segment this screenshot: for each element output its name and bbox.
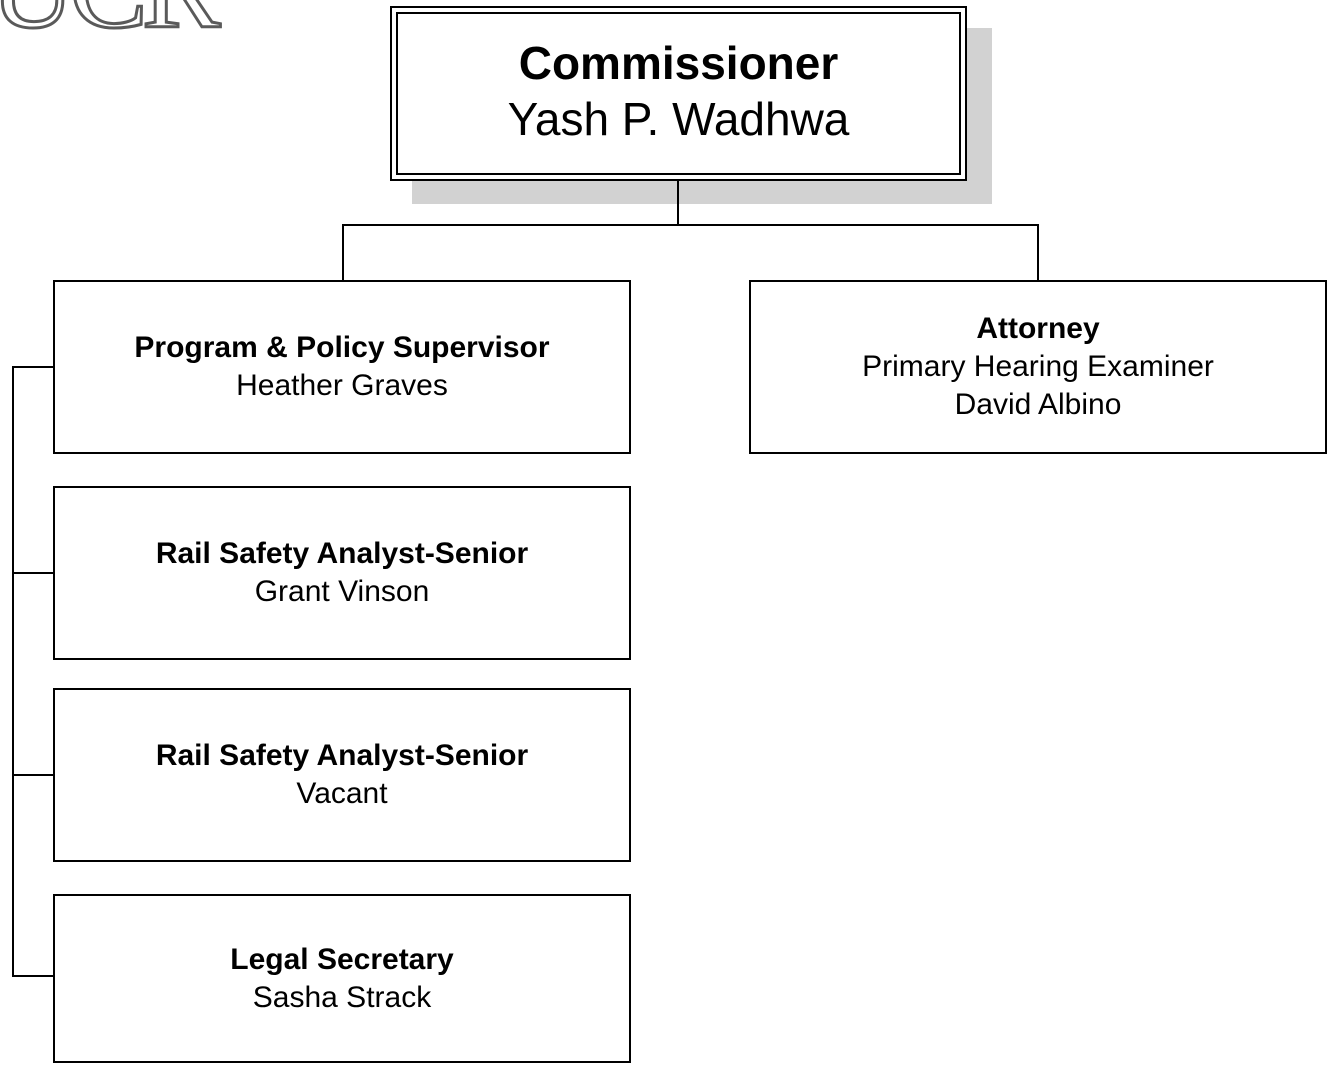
connector-branch-legal-secretary [12, 975, 54, 977]
legal-secretary-title: Legal Secretary [230, 942, 454, 976]
connector-left-drop [342, 224, 344, 281]
commissioner-title: Commissioner [518, 36, 839, 89]
analyst-2-box: Rail Safety Analyst-Senior Vacant [53, 688, 631, 862]
connector-right-drop [1037, 224, 1039, 281]
commissioner-box: Commissioner Yash P. Wadhwa [390, 6, 967, 181]
connector-left-spine [12, 366, 14, 977]
connector-branch-supervisor [12, 366, 54, 368]
attorney-role: Primary Hearing Examiner [862, 350, 1214, 383]
attorney-box: Attorney Primary Hearing Examiner David … [749, 280, 1327, 454]
legal-secretary-name: Sasha Strack [252, 980, 432, 1014]
analyst-1-title: Rail Safety Analyst-Senior [155, 537, 529, 570]
attorney-name: David Albino [954, 388, 1122, 421]
connector-commissioner-down [677, 180, 679, 225]
analyst-1-name: Grant Vinson [254, 575, 430, 608]
commissioner-name: Yash P. Wadhwa [507, 92, 850, 145]
legal-secretary-box: Legal Secretary Sasha Strack [53, 894, 631, 1063]
analyst-2-title: Rail Safety Analyst-Senior [155, 739, 529, 772]
attorney-title: Attorney [976, 312, 1100, 345]
connector-branch-analyst-1 [12, 572, 54, 574]
logo: UCR [0, 0, 230, 48]
connector-branch-analyst-2 [12, 774, 54, 776]
program-supervisor-box: Program & Policy Supervisor Heather Grav… [53, 280, 631, 454]
program-supervisor-title: Program & Policy Supervisor [134, 331, 550, 364]
program-supervisor-name: Heather Graves [236, 369, 448, 402]
analyst-1-box: Rail Safety Analyst-Senior Grant Vinson [53, 486, 631, 660]
analyst-2-name: Vacant [296, 777, 388, 810]
connector-horizontal-top [342, 224, 1039, 226]
